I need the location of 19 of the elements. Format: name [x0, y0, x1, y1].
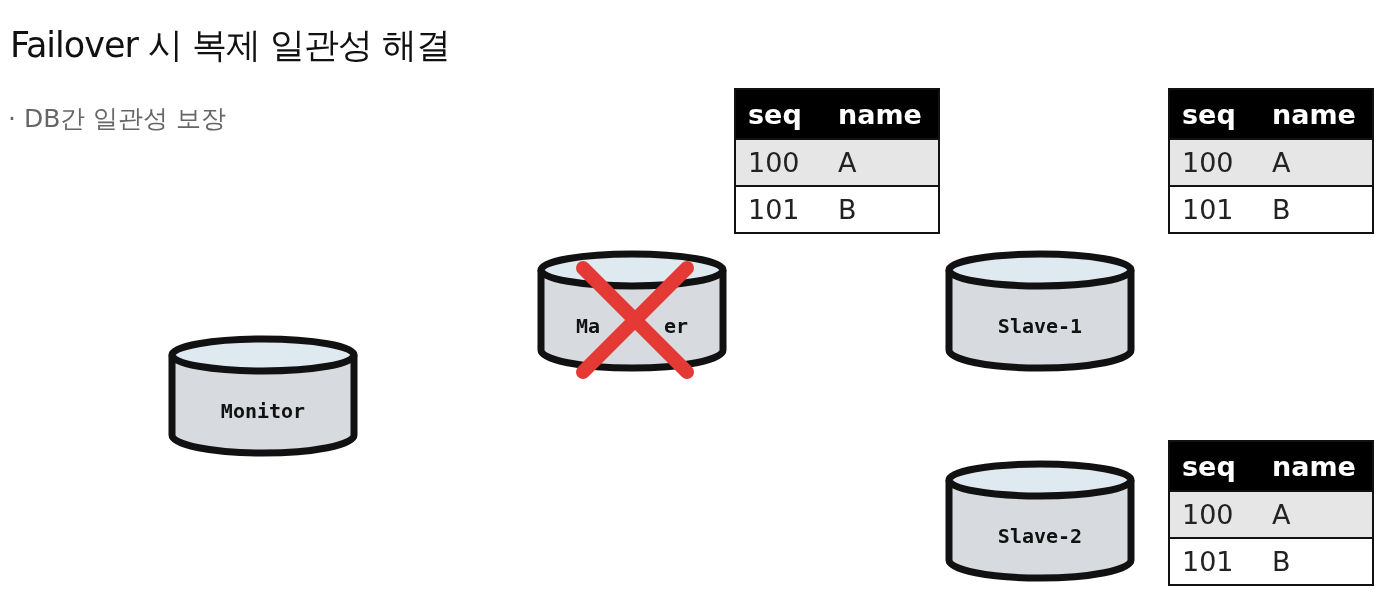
node-label: Slave-1 — [997, 314, 1083, 338]
table-cell: A — [826, 138, 938, 185]
column-header: seq — [736, 90, 826, 138]
column-header: name — [1260, 442, 1372, 490]
column-header: name — [1260, 90, 1372, 138]
table-cell: 100 — [1170, 490, 1260, 537]
column-header: seq — [1170, 442, 1260, 490]
title: Failover 시 복제 일관성 해결 — [10, 24, 451, 67]
table-cell: 100 — [736, 138, 826, 185]
column-header: name — [826, 90, 938, 138]
node-label: er — [664, 314, 689, 338]
table-cell: A — [1260, 490, 1372, 537]
node-label: Monitor — [220, 399, 306, 423]
column-header: seq — [1170, 90, 1260, 138]
table-cell: A — [1260, 138, 1372, 185]
node-label: Ma — [575, 314, 600, 338]
node-label: Slave-2 — [997, 524, 1083, 548]
bullet-text: · DB간 일관성 보장 — [8, 103, 227, 135]
table-cell: 100 — [1170, 138, 1260, 185]
